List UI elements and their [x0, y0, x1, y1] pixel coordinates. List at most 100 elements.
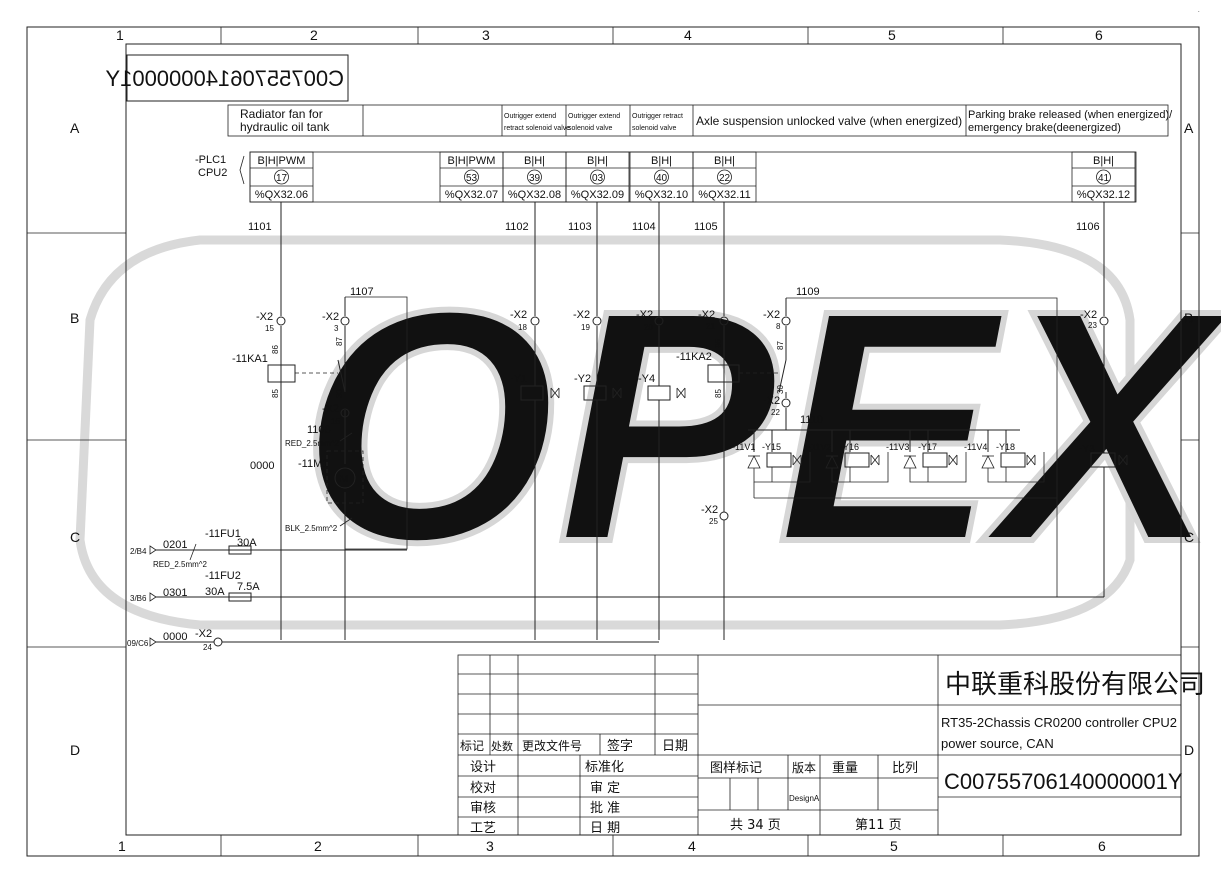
label-11v2: -11V2 [808, 442, 831, 452]
plc-pin-circle [274, 169, 289, 185]
plc-pin: 39 [529, 173, 541, 184]
mirrored-drawing-number: C00755706140000001Y [105, 66, 344, 91]
label-x2-25: -X2 [701, 504, 718, 516]
solenoid-valve [922, 452, 948, 468]
zone-col-6-bottom: 6 [1098, 838, 1106, 854]
label-outrigger-2b: solenoid valve [568, 125, 612, 132]
plc-pin-circle [464, 169, 479, 185]
label-outrigger-3b: solenoid valve [632, 125, 676, 132]
terminal-x2-24 [213, 637, 223, 647]
label-x2-3: -X2 [322, 311, 339, 323]
version-header: 版本 [792, 761, 816, 775]
label-outrigger-1b: retract solenoid valve [504, 125, 570, 132]
relay-coil-ka1 [267, 364, 296, 383]
axle-suspension-circuit: 1109 -11KA2 86 85 87 30 -X2 21 -X2 8 -X2… [676, 286, 1058, 597]
terminal-x2-23 [1099, 316, 1109, 326]
zone-col-6-top: 6 [1095, 27, 1103, 43]
plc-type: B|H| [587, 155, 608, 167]
cross-ref-2b4: 2/B4 [130, 547, 147, 556]
label-y16: -Y16 [840, 442, 859, 452]
plc-address: %QX32.12 [1077, 189, 1130, 201]
zone-col-1-bottom: 1 [118, 838, 126, 854]
label-t16: 16 [331, 417, 340, 426]
plc-pin-circle [1096, 169, 1111, 185]
role-standard: 标准化 [585, 760, 624, 775]
zone-col-4-bottom: 4 [688, 838, 696, 854]
role-process: 工艺 [470, 821, 496, 836]
label-outrigger-1a: Outrigger extend [504, 113, 556, 120]
watermark-text: OPEX [300, 241, 1221, 610]
label-t19: 19 [581, 323, 590, 332]
label-ka1: -11KA1 [232, 353, 268, 365]
label-11v3: -11V3 [886, 442, 909, 452]
label-y18: -Y18 [996, 442, 1015, 452]
plc-pin: 03 [592, 173, 604, 184]
wire-blk-25: BLK_2.5mm^2 [285, 524, 338, 533]
terminal-x2-15 [276, 316, 286, 326]
valve-y3 [1090, 452, 1116, 468]
wire-1107: 1107 [350, 286, 374, 298]
valve-y4 [647, 385, 671, 401]
zone-col-2-top: 2 [310, 27, 318, 43]
wire-1104: 1104 [632, 221, 656, 233]
zone-row-a-left: A [70, 120, 80, 136]
label-x2-22: -X2 [763, 395, 780, 407]
design-mark: DesignA [789, 794, 820, 803]
parking-brake-circuit: -X2 23 -Y3 [1057, 309, 1128, 598]
fan-relay-circuit: 1107 -X2 15 -X2 3 -X2 16 -11KA1 86 85 87… [232, 286, 408, 640]
plc-address: %QX32.09 [571, 189, 624, 201]
zone-col-4-top: 4 [684, 27, 692, 43]
solenoid-valve [844, 452, 870, 468]
wire-0301: 0301 [163, 587, 187, 599]
valve-y2 [583, 385, 607, 401]
ka2-pin-87: 87 [776, 341, 785, 350]
label-t20: 20 [644, 323, 653, 332]
label-fu2-rating: 7.5A [237, 581, 260, 593]
role-review: 审核 [470, 801, 496, 816]
valve-y1 [520, 385, 544, 401]
label-parking-brake-2: emergency brake(deenergized) [968, 122, 1121, 134]
label-x2-19: -X2 [573, 309, 590, 321]
label-x2-16: -X2 [322, 403, 339, 415]
label-t25: 25 [709, 517, 718, 526]
plc-pin-circle [717, 169, 732, 185]
mirrored-number-box [126, 54, 349, 102]
motor-box [326, 450, 364, 504]
label-y3: -Y3 [1079, 444, 1095, 455]
zone-row-b-left: B [70, 310, 79, 326]
label-t15: 15 [265, 324, 274, 333]
plc-block: -PLC1 CPU2 B|H|PWM17%QX32.06B|H|PWM53%QX… [195, 151, 1137, 203]
plc-channel-03: B|H| 03 %QX32.09 [565, 151, 630, 203]
plc-channel-41: B|H|41%QX32.12 [1071, 151, 1136, 203]
label-y1: -Y1 [510, 373, 527, 385]
plc-pin: 53 [466, 173, 478, 184]
drawing-title-1: RT35-2Chassis CR0200 controller CPU2 [941, 715, 1177, 730]
cross-ref-3b6: 3/B6 [130, 594, 147, 603]
ka1-pin-87: 87 [335, 337, 344, 346]
svg-text:.: . [1198, 8, 1200, 14]
plc-type: B|H| [524, 155, 545, 167]
terminal-x2-21 [719, 316, 729, 326]
plc-channel-39: B|H| 39 %QX32.08 [502, 151, 567, 203]
wire-1110: 1110 [800, 414, 823, 426]
wire-1108: 1108 [307, 424, 331, 436]
zone-col-3-top: 3 [482, 27, 490, 43]
wire-1109: 1109 [796, 286, 820, 298]
plc-pin-circle [654, 169, 669, 185]
label-fu1: -11FU1 [205, 528, 241, 540]
label-radiator-fan-2: hydraulic oil tank [240, 120, 330, 134]
role-date: 日 期 [590, 821, 620, 836]
cross-ref-09c6: 09/C6 [127, 639, 149, 648]
role-approve-1: 审 定 [590, 781, 620, 796]
total-pages: 共 34 页 [730, 818, 781, 833]
plc-address: %QX32.08 [508, 189, 561, 201]
zone-col-1-top: 1 [116, 27, 124, 43]
company-name: 中联重科股份有限公司 [945, 670, 1205, 700]
plc-output-wires [280, 202, 1105, 316]
plc-pin-circle [527, 169, 542, 185]
plc-pin: 41 [1098, 173, 1110, 184]
role-approve-2: 批 准 [590, 801, 620, 816]
zone-row-d-right: D [1184, 742, 1194, 758]
